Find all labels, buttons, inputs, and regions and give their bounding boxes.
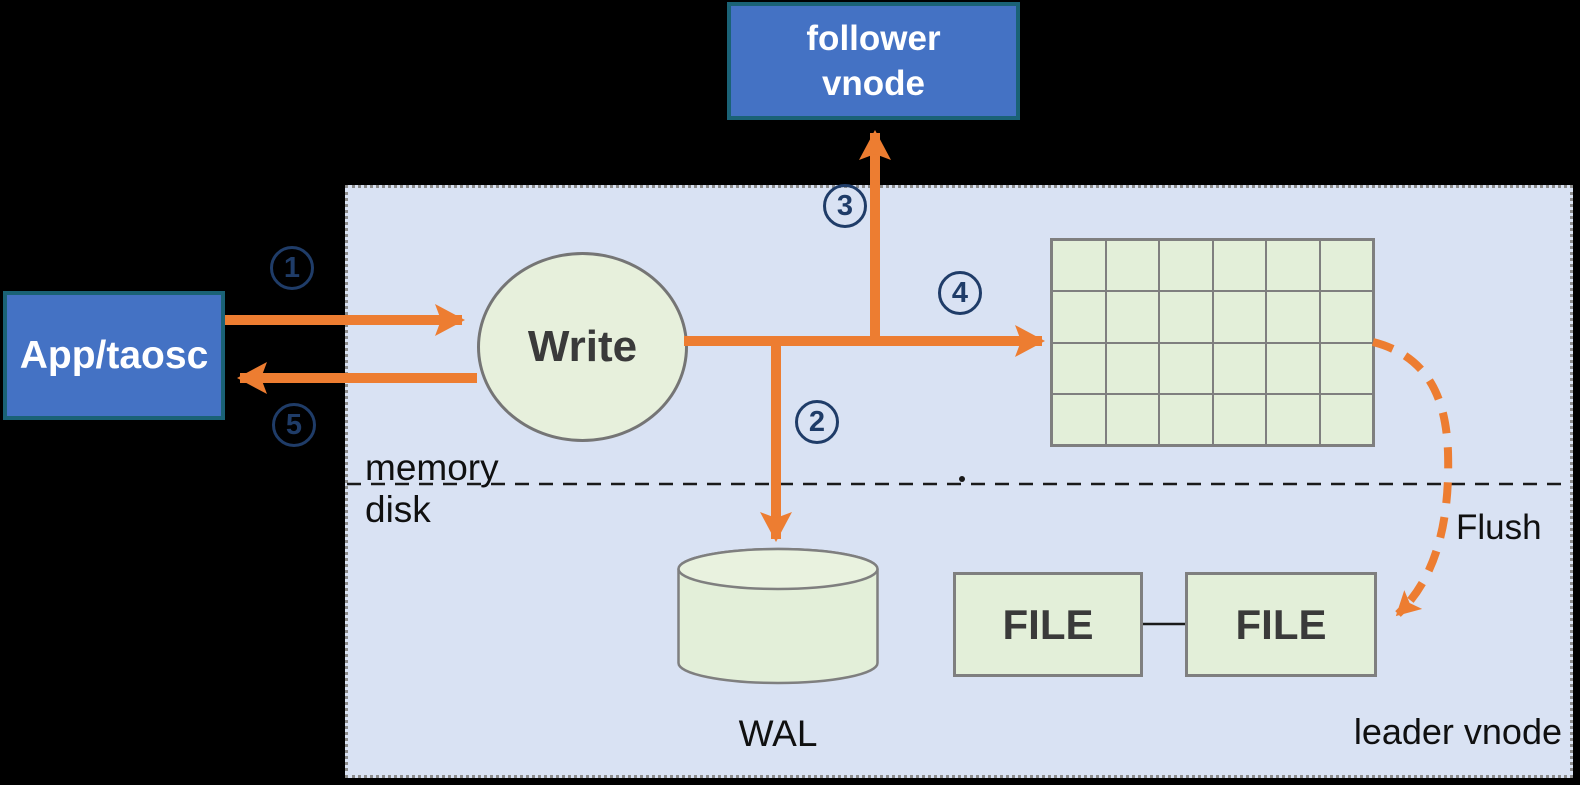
app-taosc-node: App/taosc <box>3 291 225 420</box>
file-box-right: FILE <box>1185 572 1377 677</box>
mem-table-grid <box>1050 238 1375 447</box>
step-3-badge: 3 <box>823 184 867 228</box>
mem-table-cell <box>1213 394 1265 444</box>
mem-table-cell <box>1053 343 1105 393</box>
wal-cylinder <box>677 547 879 685</box>
mem-table-cell <box>1160 343 1212 393</box>
mem-table-cell <box>1053 241 1105 291</box>
mem-table-cell <box>1320 343 1372 393</box>
follower-vnode-node: follower vnode <box>727 2 1020 120</box>
memory-label: memory <box>365 447 499 488</box>
step-5-badge: 5 <box>272 403 316 447</box>
follower-vnode-label: follower vnode <box>806 18 941 104</box>
mem-table-cell <box>1106 292 1158 342</box>
leader-vnode-label: leader vnode <box>1353 711 1562 752</box>
write-label: Write <box>527 322 638 371</box>
mem-table-cell <box>1267 343 1319 393</box>
mem-table-cell <box>1106 343 1158 393</box>
app-taosc-label: App/taosc <box>19 333 209 377</box>
mem-table-cell <box>1213 292 1265 342</box>
disk-label: disk <box>365 489 431 530</box>
mem-table-cell <box>1267 292 1319 342</box>
mem-table-cell <box>1213 343 1265 393</box>
step-4-badge: 4 <box>938 271 982 315</box>
wal-label: WAL <box>738 713 818 754</box>
flush-label: Flush <box>1456 508 1542 547</box>
mem-table-cell <box>1213 241 1265 291</box>
mem-table-cell <box>1267 394 1319 444</box>
mem-table-cell <box>1160 394 1212 444</box>
step-2-badge: 2 <box>795 400 839 444</box>
mem-table-cell <box>1053 292 1105 342</box>
mem-table-cell <box>1160 241 1212 291</box>
write-node: Write <box>477 252 688 442</box>
file-left-label: FILE <box>1002 600 1094 648</box>
mem-table-cell <box>1160 292 1212 342</box>
mem-table-cell <box>1320 394 1372 444</box>
file-box-left: FILE <box>953 572 1143 677</box>
mem-table-cell <box>1267 241 1319 291</box>
mem-table-cell <box>1106 394 1158 444</box>
file-right-label: FILE <box>1235 600 1327 648</box>
mem-table-cell <box>1053 394 1105 444</box>
mem-table-cell <box>1106 241 1158 291</box>
mem-table-cell <box>1320 241 1372 291</box>
mem-table-cell <box>1320 292 1372 342</box>
step-1-badge: 1 <box>270 246 314 290</box>
